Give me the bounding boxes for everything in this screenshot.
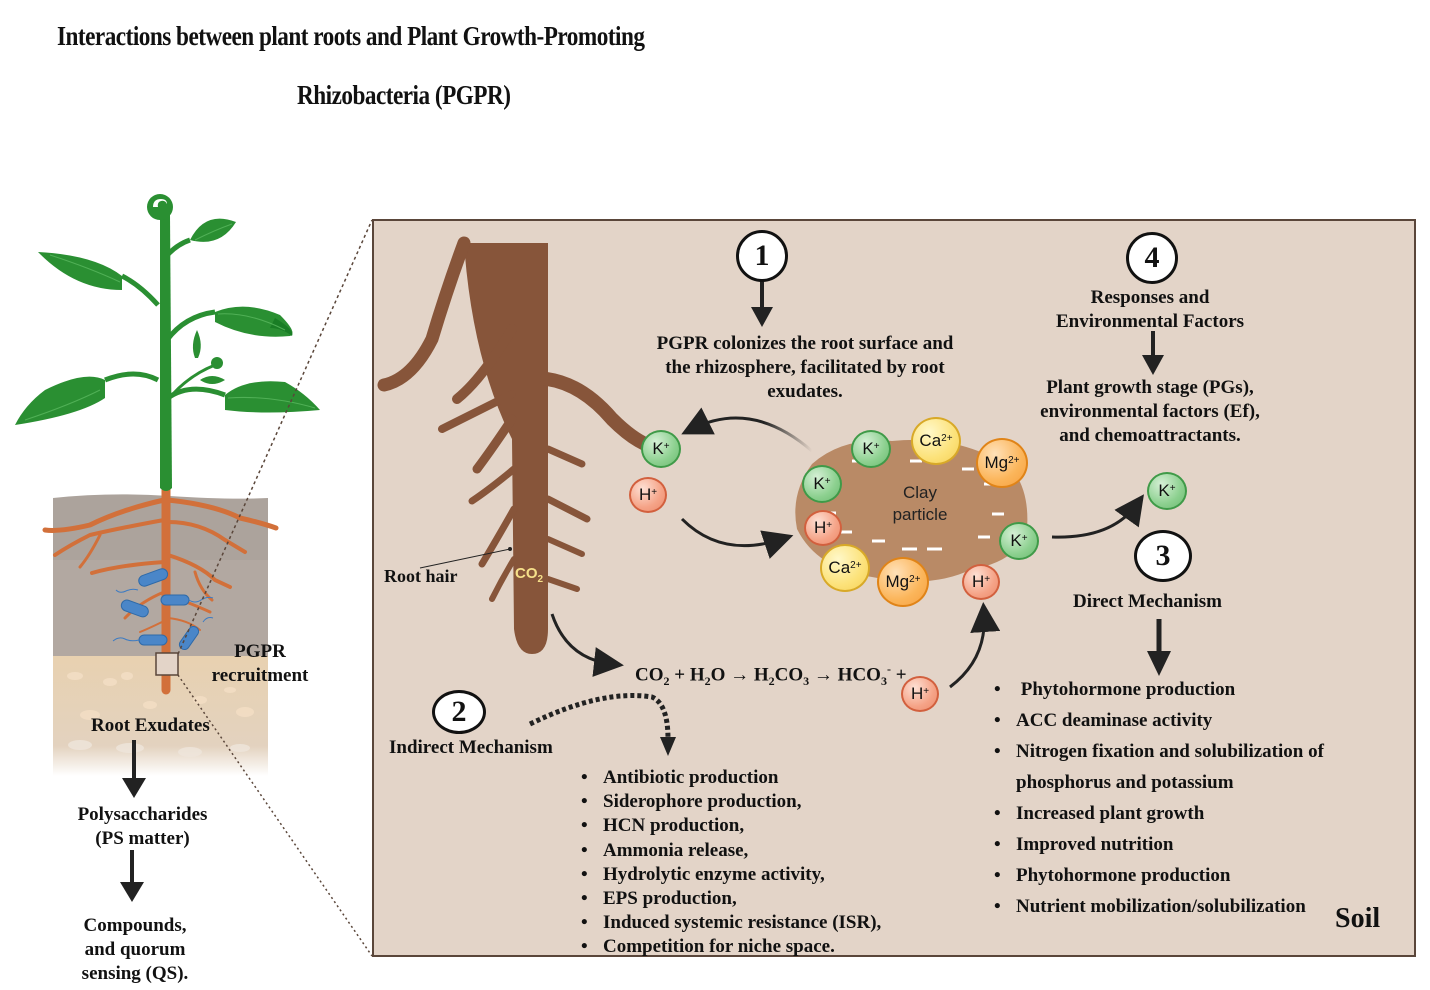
leaf (38, 252, 122, 290)
compounds-line-3: sensing (QS). (81, 963, 189, 984)
potassium-ion: K+ (802, 465, 842, 503)
polysaccharides-line-1: Polysaccharides (77, 804, 208, 825)
pgpr-label-line-2: recruitment (211, 665, 309, 686)
potassium-ion: K+ (1147, 472, 1187, 510)
potassium-ion: K+ (999, 522, 1039, 560)
list-item: Siderophore production, (577, 790, 881, 814)
step-1-badge: 1 (736, 230, 788, 282)
list-item: Competition for niche space. (577, 935, 881, 959)
arrow-down-icon (751, 307, 773, 327)
step-1-line-3: exudates. (767, 381, 843, 402)
list-item: Induced systemic resistance (ISR), (577, 911, 881, 935)
step-2-badge: 2 (432, 690, 486, 734)
step-4-line-2: environmental factors (Ef), (1040, 401, 1260, 422)
leaf (190, 218, 236, 242)
bacteria-group (112, 568, 214, 651)
arrow-down-icon (120, 850, 144, 902)
potassium-ion: K+ (641, 430, 681, 468)
indirect-mechanism-label: Indirect Mechanism (389, 737, 553, 758)
list-item: Hydrolytic enzyme activity, (577, 863, 881, 887)
hydrogen-ion: H+ (804, 510, 842, 546)
arrow-k-to-root (681, 407, 813, 453)
figure-title-line-2: Rhizobacteria (PGPR) (297, 80, 511, 110)
bacterium (178, 617, 214, 651)
step-4-heading-line-1: Responses and (1090, 287, 1210, 308)
list-item: Increased plant growth (990, 798, 1355, 829)
root-exudates-label: Root Exudates (91, 715, 210, 736)
polysaccharides-label: Polysaccharides (PS matter) (55, 803, 230, 851)
leaf-small (200, 376, 225, 384)
plant-illustration (15, 194, 320, 776)
root-hair-label: Root hair (384, 566, 458, 586)
step-1-line-2: the rhizosphere, facilitated by root (665, 357, 945, 378)
arrow-down-icon (1142, 355, 1164, 375)
indirect-mechanism-list: Antibiotic production Siderophore produc… (577, 766, 881, 960)
list-item: Phytohormone production (990, 674, 1355, 705)
leaf (15, 376, 105, 425)
clay-particle-label: Clay particle (880, 482, 960, 526)
hydrogen-ion: H+ (629, 477, 667, 513)
direct-mechanism-list: Phytohormone production ACC deaminase ac… (990, 674, 1355, 922)
co2-label: CO2 (515, 565, 544, 585)
list-item: Improved nutrition (990, 829, 1355, 860)
list-item: Phytohormone production (990, 860, 1355, 891)
list-item: Ammonia release, (577, 839, 881, 863)
list-item: HCN production, (577, 814, 881, 838)
step-4-badge: 4 (1126, 232, 1178, 284)
bacterium (160, 594, 214, 606)
step-3-badge: 3 (1134, 530, 1192, 582)
arrow-down-icon (1147, 651, 1171, 676)
direct-mechanism-label: Direct Mechanism (1073, 591, 1222, 612)
clay-label-line-1: Clay (902, 483, 937, 502)
soil-label: Soil (1335, 903, 1381, 934)
clay-label-line-2: particle (892, 505, 948, 524)
hydrogen-ion: H+ (901, 676, 939, 712)
compounds-line-1: Compounds, (83, 915, 187, 936)
bacterium (115, 568, 169, 593)
list-item: Nutrient mobilization/solubilization (990, 891, 1355, 922)
bacterium (112, 634, 168, 646)
step-4-line-1: Plant growth stage (PGs), (1046, 377, 1254, 398)
step-1-line-1: PGPR colonizes the root surface and (656, 333, 954, 354)
bacterium (120, 599, 149, 618)
list-item: Nitrogen fixation and solubilization of … (990, 736, 1355, 798)
arrow-h-to-clay (680, 517, 794, 559)
step-1-description: PGPR colonizes the root surface and the … (600, 332, 1010, 404)
arrow-h-up (949, 602, 1001, 689)
arrow-down-icon (660, 737, 676, 756)
pgpr-label-line-1: PGPR (234, 641, 286, 662)
polysaccharides-line-2: (PS matter) (95, 828, 190, 849)
step-4-description: Plant growth stage (PGs), environmental … (1010, 376, 1290, 448)
list-item: ACC deaminase activity (990, 705, 1355, 736)
arrow-k-release (1051, 494, 1144, 539)
zoom-connector-lines (177, 219, 373, 957)
potassium-ion: K+ (851, 430, 891, 468)
compounds-qs-label: Compounds, and quorum sensing (QS). (55, 914, 215, 986)
root-hair-pointer (419, 548, 511, 569)
step-4-heading-line-2: Environmental Factors (1055, 311, 1245, 332)
list-item: EPS production, (577, 887, 881, 911)
step-4-line-3: and chemoattractants. (1059, 425, 1241, 446)
dotted-arrow-indirect (528, 693, 671, 740)
compounds-line-2: and quorum (84, 939, 186, 960)
leaf-small (192, 330, 201, 358)
list-item: Antibiotic production (577, 766, 881, 790)
pgpr-recruitment-label: PGPR recruitment (200, 640, 320, 688)
step-4-heading: Responses and Environmental Factors (1030, 286, 1270, 334)
main-root (377, 236, 669, 654)
zoom-region-marker (155, 652, 179, 676)
hydrogen-ion: H+ (962, 564, 1000, 600)
arrow-down-icon (122, 740, 146, 798)
carbonic-acid-equation: CO2 + H2O → H2CO3 → HCO3- + (635, 662, 907, 689)
arrow-co2-equation (550, 613, 624, 677)
figure-title-line-1: Interactions between plant roots and Pla… (57, 21, 645, 51)
